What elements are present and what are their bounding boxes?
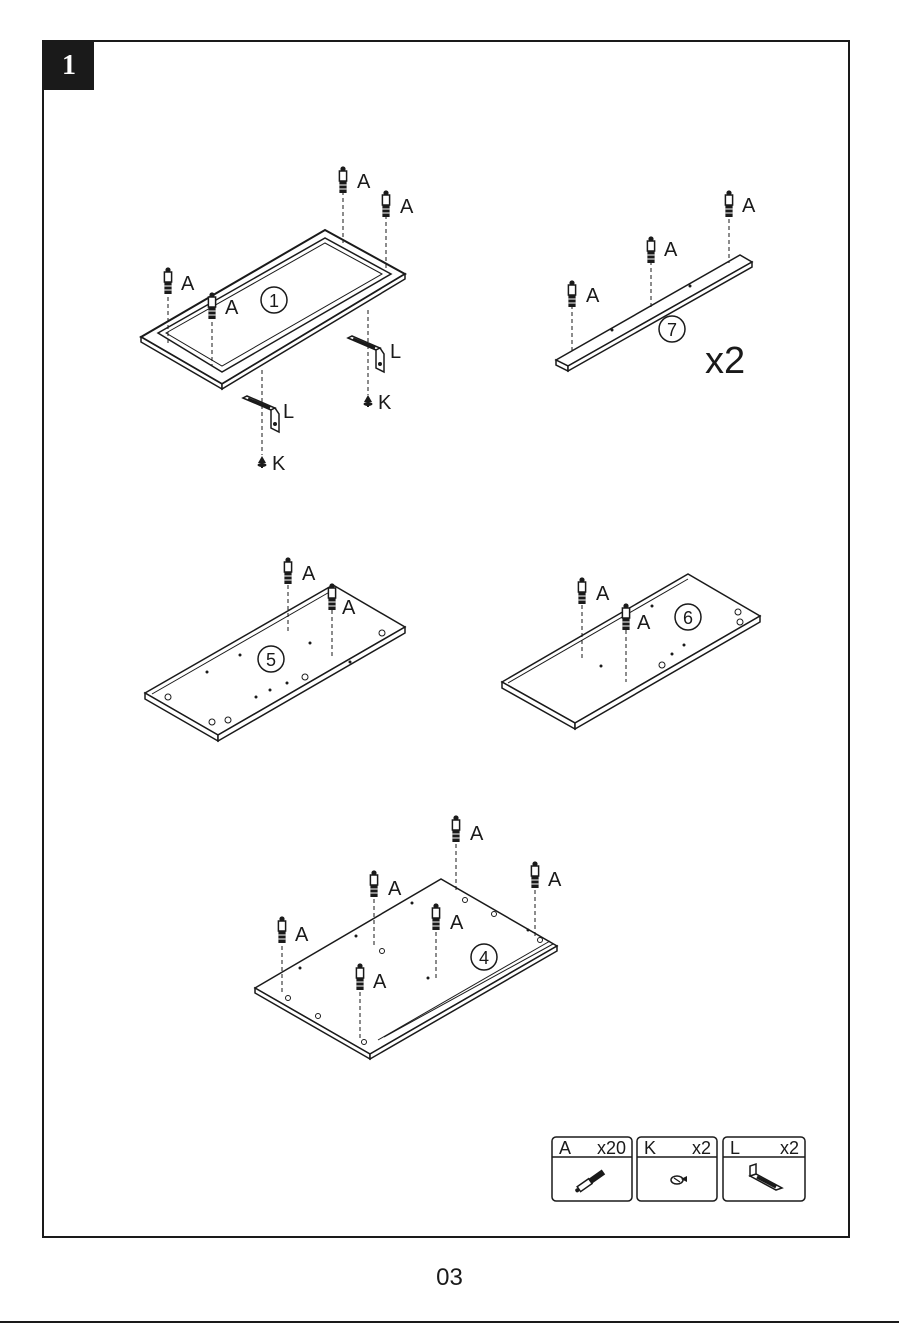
dowel-label: A [181,273,195,295]
hardware-letter: A [559,1138,571,1158]
bracket-label: L [283,401,294,423]
screw-label: K [378,392,392,414]
dowel-icon [725,190,732,217]
dowel-label: A [342,597,356,619]
dowel-icon [164,267,171,294]
dowel-icon [208,292,215,319]
dowel-icon [278,916,285,943]
part-number: 6 [683,608,693,628]
screw-label: K [272,453,286,475]
hardware-legend: A x20 K x2 L x2 [552,1137,805,1201]
dowel-label: A [548,869,562,891]
dowel-label: A [637,612,651,634]
dowel-icon [339,166,346,193]
dowel-label: A [388,878,402,900]
dowel-label: A [225,297,239,319]
dowel-icon [432,903,439,930]
dowel-icon [356,963,363,990]
hardware-box-l: L x2 [723,1137,805,1201]
dowel-label: A [742,195,756,217]
quantity-label: x2 [705,340,745,382]
dowel-icon [370,870,377,897]
dowel-label: A [470,823,484,845]
bracket-icon [243,396,279,432]
dowel-label: A [295,924,309,946]
bracket-icon [348,336,384,372]
dowel-icon [382,190,389,217]
dowel-icon [328,583,335,610]
dowel-icon [647,236,654,263]
dowel-icon [284,557,291,584]
screw-icon [258,456,267,468]
bracket-label: L [390,341,401,363]
bottom-rule [0,1321,899,1323]
dowel-label: A [302,563,316,585]
part-number: 1 [269,291,279,311]
hardware-qty: x2 [692,1138,711,1158]
part-number: 4 [479,948,489,968]
hardware-qty: x20 [597,1138,626,1158]
hardware-box-k: K x2 [637,1137,717,1201]
part-number: 7 [667,320,677,340]
dowel-label: A [373,971,387,993]
page-number: 03 [0,1264,899,1292]
dowel-icon [622,603,629,630]
hardware-letter: L [730,1138,740,1158]
dowel-label: A [400,196,414,218]
dowel-label: A [586,285,600,307]
dowel-label: A [450,912,464,934]
dowel-label: A [664,239,678,261]
dowel-label: A [357,171,371,193]
dowel-icon [568,280,575,307]
hardware-qty: x2 [780,1138,799,1158]
screw-icon [364,395,373,407]
dowel-icon [452,815,459,842]
hardware-box-a: A x20 [552,1137,632,1201]
hardware-letter: K [644,1138,656,1158]
part-number: 5 [266,650,276,670]
dowel-label: A [596,583,610,605]
dowel-icon [578,577,585,604]
dowel-icon [531,861,538,888]
part-6-panel [502,574,760,729]
